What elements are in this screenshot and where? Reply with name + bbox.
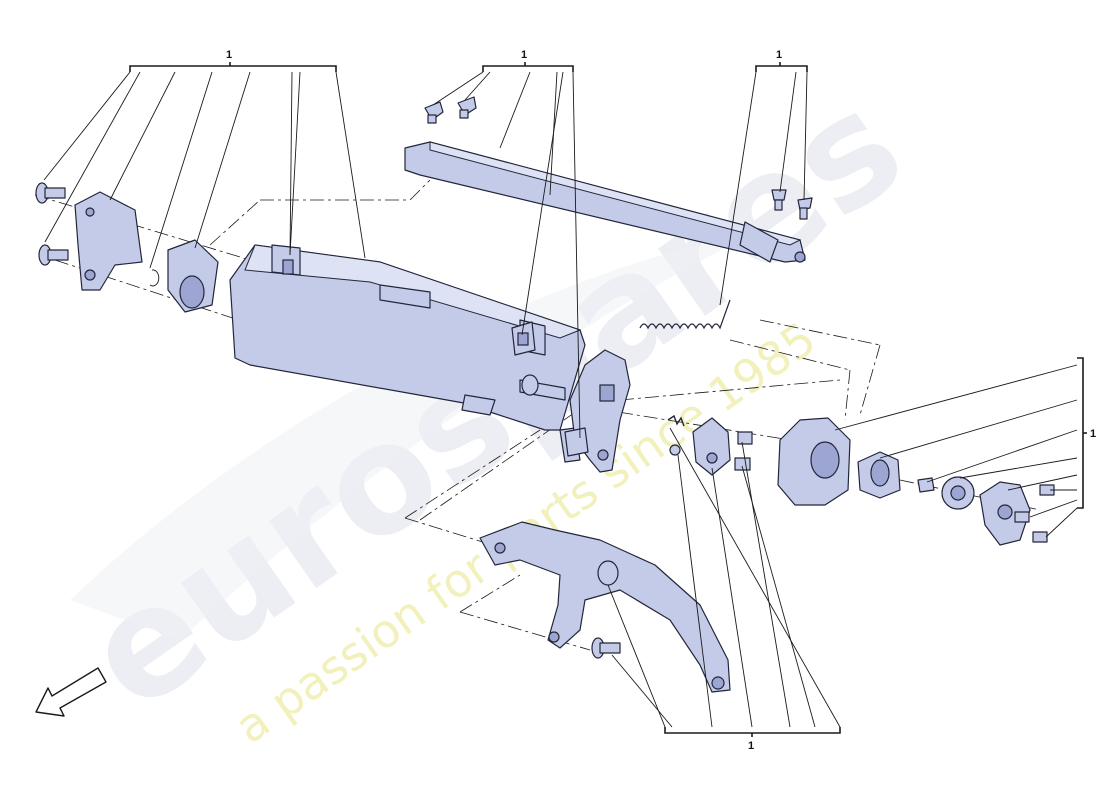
cam-block[interactable]	[167, 239, 219, 313]
rail-screw-1[interactable]	[771, 189, 787, 211]
lower-arm[interactable]	[479, 521, 731, 693]
lever-plate[interactable]	[692, 417, 731, 476]
rail-rivet-2[interactable]	[457, 96, 477, 119]
gear[interactable]	[941, 476, 975, 510]
callout-right: 1	[1090, 428, 1096, 440]
rail-rivet-1[interactable]	[424, 101, 444, 124]
left-bolt-lower[interactable]	[38, 244, 69, 266]
lower-arm-bolt[interactable]	[591, 637, 621, 659]
circlip[interactable]	[149, 269, 160, 287]
left-bolt-upper[interactable]	[35, 182, 66, 204]
rail-screw-2[interactable]	[797, 197, 813, 220]
callout-labels: 1 1 1 1 1	[226, 49, 1096, 752]
clip-plate-1[interactable]	[511, 321, 536, 356]
center-bolt-1[interactable]	[669, 444, 681, 456]
center-screw-1[interactable]	[737, 431, 753, 445]
callout-top-right: 1	[776, 49, 782, 61]
left-bracket[interactable]	[74, 191, 143, 291]
right-bolt-2[interactable]	[1014, 511, 1030, 523]
gear-screw[interactable]	[917, 477, 935, 493]
cover-plate[interactable]	[979, 481, 1031, 546]
clip-plate-2[interactable]	[564, 427, 589, 457]
return-spring[interactable]	[639, 299, 731, 330]
callout-brackets	[129, 62, 1087, 737]
callout-bottom: 1	[748, 740, 754, 752]
right-bolt-3[interactable]	[1032, 531, 1048, 543]
arrow-icon	[35, 667, 107, 717]
leader-lines	[43, 71, 1078, 728]
main-housing[interactable]	[229, 244, 586, 463]
watermark-swoosh	[70, 230, 760, 640]
callout-top-left: 1	[226, 49, 232, 61]
torsion-spring[interactable]	[667, 414, 685, 427]
guide-rail[interactable]	[404, 141, 806, 263]
bushing[interactable]	[857, 451, 901, 499]
callout-top-middle: 1	[521, 49, 527, 61]
actuator-housing[interactable]	[777, 417, 851, 506]
drive-shaft[interactable]	[519, 374, 566, 401]
